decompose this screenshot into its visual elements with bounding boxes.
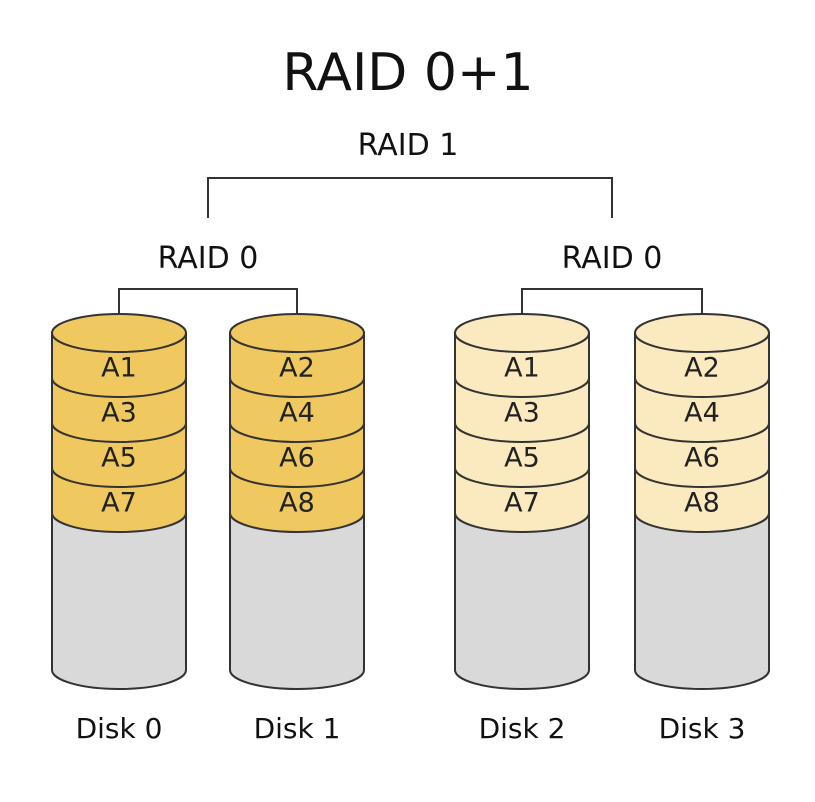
mirror-label: RAID 1 xyxy=(358,128,459,163)
disk-2-top-cap xyxy=(454,313,590,353)
disk-1-top-cap xyxy=(229,313,365,353)
block-label: A7 xyxy=(101,488,137,519)
block-label: A8 xyxy=(279,488,315,519)
disk-3-free-space xyxy=(634,512,770,690)
mirror-connector xyxy=(207,177,613,218)
block-label: A3 xyxy=(504,398,540,429)
disk-1-free-space xyxy=(229,512,365,690)
block-label: A2 xyxy=(279,353,315,384)
block-label: A1 xyxy=(101,353,137,384)
block-label: A7 xyxy=(504,488,540,519)
disk-label-1: Disk 1 xyxy=(254,712,341,745)
disk-2-free-space xyxy=(454,512,590,690)
block-label: A6 xyxy=(684,443,720,474)
block-label: A5 xyxy=(504,443,540,474)
stripe-set-label-1: RAID 0 xyxy=(158,241,259,276)
disk-0-free-space xyxy=(51,512,187,690)
block-label: A8 xyxy=(684,488,720,519)
disk-label-0: Disk 0 xyxy=(76,712,163,745)
diagram-title: RAID 0+1 xyxy=(282,43,533,103)
block-label: A1 xyxy=(504,353,540,384)
disk-label-3: Disk 3 xyxy=(659,712,746,745)
block-label: A4 xyxy=(279,398,315,429)
block-label: A5 xyxy=(101,443,137,474)
block-label: A6 xyxy=(279,443,315,474)
block-label: A3 xyxy=(101,398,137,429)
block-label: A2 xyxy=(684,353,720,384)
stripe-set-connector-1 xyxy=(118,288,298,333)
stripe-set-connector-2 xyxy=(521,288,703,333)
disk-0-top-cap xyxy=(51,313,187,353)
disk-3-top-cap xyxy=(634,313,770,353)
disk-label-2: Disk 2 xyxy=(479,712,566,745)
block-label: A4 xyxy=(684,398,720,429)
stripe-set-label-2: RAID 0 xyxy=(562,241,663,276)
